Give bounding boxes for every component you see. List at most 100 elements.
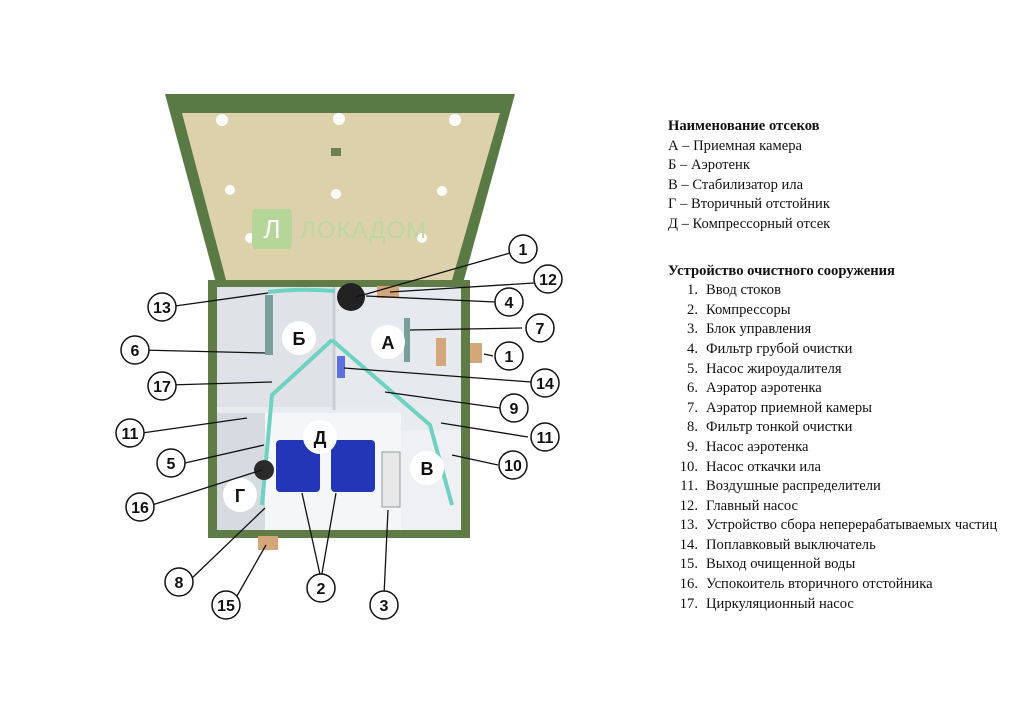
device-name: Насос откачки ила bbox=[706, 458, 821, 475]
open-lid: Л ЛОКАДОМ bbox=[165, 94, 515, 287]
callout-15: 15 bbox=[211, 590, 241, 620]
device-item: 16. Успокоитель вторичного отстойника bbox=[668, 575, 1013, 595]
device-number: 2. bbox=[687, 301, 698, 318]
callout-7: 7 bbox=[525, 313, 555, 343]
device-item: 4. Фильтр грубой очистки bbox=[668, 340, 1013, 360]
svg-text:1: 1 bbox=[505, 349, 514, 366]
device-number: 16. bbox=[679, 576, 698, 593]
device-number: 15. bbox=[679, 556, 698, 573]
compartment-item: А – Приемная камера bbox=[668, 137, 802, 154]
device-name: Успокоитель вторичного отстойника bbox=[706, 576, 933, 593]
device-item: 1. Ввод стоков bbox=[668, 281, 1013, 301]
svg-text:5: 5 bbox=[167, 456, 176, 473]
device-name: Фильтр грубой очистки bbox=[706, 340, 853, 357]
compartment-item: Б – Аэротенк bbox=[668, 157, 750, 174]
brand-logo: Л ЛОКАДОМ bbox=[252, 209, 427, 249]
device-name: Циркуляционный насос bbox=[706, 595, 854, 612]
device-name: Устройство сбора неперерабатываемых част… bbox=[706, 517, 998, 534]
device-item: 2. Компрессоры bbox=[668, 301, 1013, 321]
device-name: Блок управления bbox=[706, 321, 812, 338]
callouts: 13 6 17 11 5 16 8 15 2 3 1 12 4 7 1 14 9… bbox=[115, 234, 563, 620]
svg-text:16: 16 bbox=[131, 500, 149, 517]
device-name: Аэратор приемной камеры bbox=[706, 399, 872, 416]
device-number: 11. bbox=[680, 478, 698, 495]
svg-text:14: 14 bbox=[536, 376, 554, 393]
device-name: Воздушные распределители bbox=[706, 478, 881, 495]
callout-6: 6 bbox=[120, 335, 150, 365]
svg-text:4: 4 bbox=[505, 295, 514, 312]
device-number: 4. bbox=[687, 340, 698, 357]
compartment-item: Г – Вторичный отстойник bbox=[668, 196, 830, 213]
device-name: Аэратор аэротенка bbox=[706, 380, 822, 397]
callout-11-left: 11 bbox=[115, 418, 145, 448]
svg-text:1: 1 bbox=[519, 242, 528, 259]
tank-body bbox=[208, 280, 482, 550]
device-item: 15. Выход очищенной воды bbox=[668, 555, 1013, 575]
callout-8: 8 bbox=[164, 567, 194, 597]
device-item: 8.Фильтр тонкой очистки bbox=[668, 418, 1013, 438]
compartments-title: Наименование отсеков bbox=[668, 118, 820, 134]
brand-name: ЛОКАДОМ bbox=[300, 217, 427, 244]
device-number: 10. bbox=[679, 458, 698, 475]
svg-text:17: 17 bbox=[153, 379, 171, 396]
callout-1-top: 1 bbox=[508, 234, 538, 264]
svg-text:В: В bbox=[421, 459, 434, 479]
device-item: 14. Поплавковый выключатель bbox=[668, 536, 1013, 556]
device-item: 9.Насос аэротенка bbox=[668, 438, 1013, 458]
legend: Наименование отсеков А – Приемная камера… bbox=[668, 117, 1013, 614]
device-name: Компрессоры bbox=[706, 301, 791, 318]
device-item: 3. Блок управления bbox=[668, 320, 1013, 340]
svg-text:Д: Д bbox=[314, 428, 327, 448]
svg-text:3: 3 bbox=[380, 598, 389, 615]
device-item: 5. Насос жироудалителя bbox=[668, 360, 1013, 380]
svg-text:Л: Л bbox=[263, 214, 280, 244]
devices-list: 1. Ввод стоков 2. Компрессоры 3. Блок управле… bbox=[668, 281, 1013, 614]
callout-10: 10 bbox=[498, 450, 528, 480]
device-name: Фильтр тонкой очистки bbox=[706, 419, 853, 436]
device-number: 1. bbox=[687, 282, 698, 299]
devices-title: Устройство очистного сооружения bbox=[668, 262, 895, 279]
callout-5: 5 bbox=[156, 448, 186, 478]
compartments-list: А – Приемная камера Б – Аэротенк В – Ста… bbox=[668, 137, 1013, 235]
callout-9: 9 bbox=[499, 393, 529, 423]
svg-text:8: 8 bbox=[175, 575, 184, 592]
callout-3: 3 bbox=[369, 590, 399, 620]
callout-2: 2 bbox=[306, 573, 336, 603]
device-number: 17. bbox=[679, 595, 698, 612]
svg-text:13: 13 bbox=[153, 300, 171, 317]
device-item: 7.Аэратор приемной камеры bbox=[668, 399, 1013, 419]
svg-text:2: 2 bbox=[317, 581, 326, 598]
callout-1-right: 1 bbox=[494, 341, 524, 371]
device-number: 14. bbox=[679, 536, 698, 553]
device-number: 12. bbox=[679, 497, 698, 514]
device-name: Насос жироудалителя bbox=[706, 360, 842, 377]
device-name: Ввод стоков bbox=[706, 282, 781, 299]
svg-text:9: 9 bbox=[510, 401, 519, 418]
callout-11-right: 11 bbox=[530, 422, 560, 452]
device-item: 12.Главный насос bbox=[668, 497, 1013, 517]
svg-text:15: 15 bbox=[217, 598, 235, 615]
svg-text:11: 11 bbox=[122, 426, 139, 443]
svg-text:11: 11 bbox=[537, 430, 554, 447]
callout-14: 14 bbox=[530, 368, 560, 398]
device-item: 10. Насос откачки ила bbox=[668, 458, 1013, 478]
device-number: 3. bbox=[687, 321, 698, 338]
device-name: Насос аэротенка bbox=[706, 438, 809, 455]
device-number: 5. bbox=[687, 360, 698, 377]
svg-text:А: А bbox=[382, 333, 395, 353]
compartment-item: Д – Компрессорный отсек bbox=[668, 215, 831, 232]
svg-text:Б: Б bbox=[293, 329, 306, 349]
callout-16: 16 bbox=[125, 492, 155, 522]
leader-lines bbox=[139, 252, 535, 604]
device-item: 6. Аэратор аэротенка bbox=[668, 379, 1013, 399]
septic-tank-diagram: Л ЛОКАДОМ Б А Д В Г bbox=[115, 94, 563, 620]
compartment-markers: Б А Д В Г bbox=[223, 321, 444, 512]
svg-text:6: 6 bbox=[131, 343, 140, 360]
device-name: Выход очищенной воды bbox=[706, 556, 856, 573]
svg-text:Г: Г bbox=[235, 486, 245, 506]
compartment-item: В – Стабилизатор ила bbox=[668, 176, 804, 193]
svg-text:10: 10 bbox=[504, 458, 522, 475]
svg-text:7: 7 bbox=[536, 321, 545, 338]
device-name: Поплавковый выключатель bbox=[706, 536, 876, 553]
device-number: 6. bbox=[687, 380, 698, 397]
